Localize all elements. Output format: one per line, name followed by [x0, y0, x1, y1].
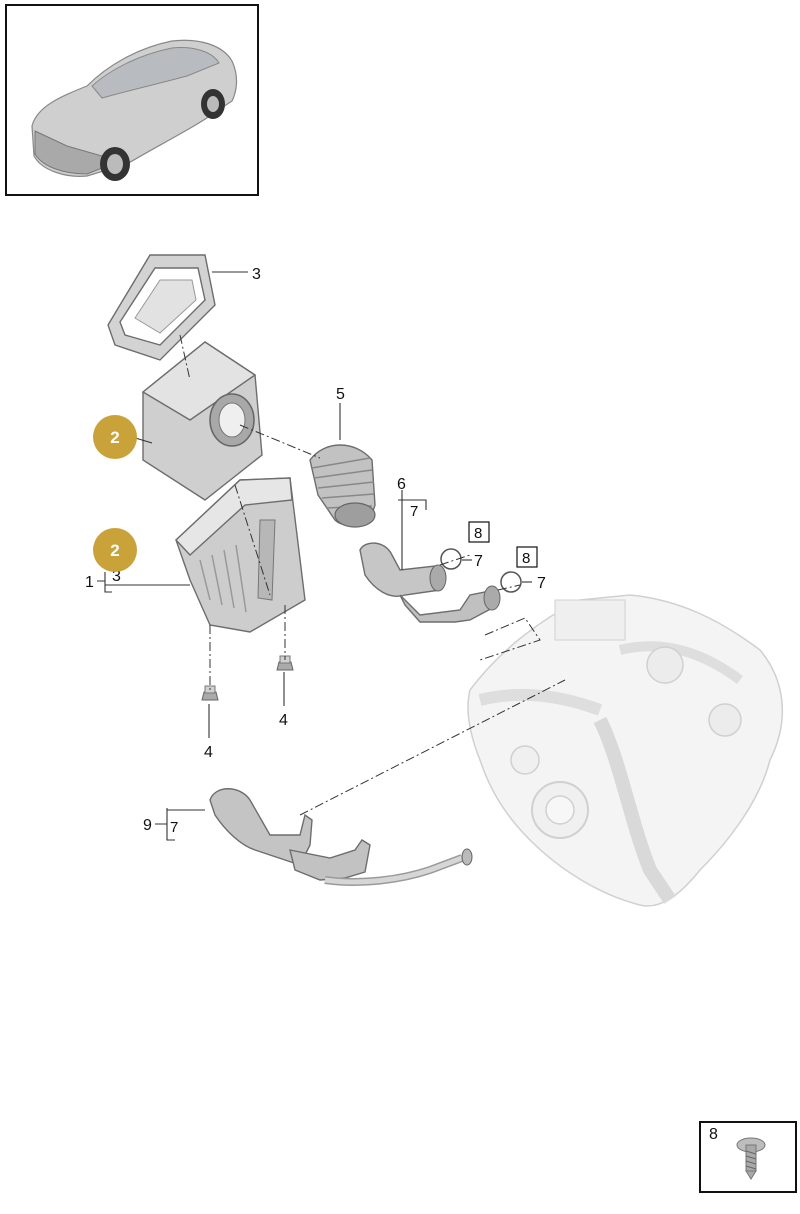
svg-text:2: 2	[110, 428, 119, 447]
callout-8-box-lower: 8	[516, 546, 538, 568]
callout-7-bracket: 7	[410, 503, 418, 520]
callout-4-left: 4	[204, 744, 213, 761]
badge-2-lower: 2	[93, 528, 137, 572]
screw-detail-inset: 8	[699, 1121, 797, 1193]
air-filter-seal	[107, 254, 216, 361]
callout-4-right: 4	[279, 712, 288, 729]
air-filter-housing-upper	[141, 341, 263, 501]
inset-number: 8	[709, 1126, 718, 1143]
callout-7-upper: 7	[474, 553, 483, 570]
air-filter-housing-lower	[175, 477, 306, 633]
callout-5: 5	[336, 386, 345, 403]
badge-2-upper: 2	[93, 415, 137, 459]
intake-pipe-lower	[209, 788, 473, 886]
assembly-lines	[179, 334, 566, 816]
callout-9: 9	[143, 817, 152, 834]
bolt-screw-icon	[736, 1137, 766, 1180]
svg-text:2: 2	[110, 541, 119, 560]
engine-illustration	[467, 594, 784, 907]
callout-1: 1	[85, 574, 94, 591]
callout-7-lower-pipe: 7	[170, 819, 178, 836]
leader-lines	[97, 271, 532, 841]
callout-3-bracket: 3	[112, 568, 121, 585]
o-ring-lower	[500, 571, 522, 593]
callout-3-seal: 3	[252, 266, 261, 283]
intake-bellows-hose	[309, 444, 376, 528]
intake-pipe-upper	[359, 542, 501, 623]
callout-8-box-upper: 8	[468, 521, 490, 543]
callout-6: 6	[397, 476, 406, 493]
callout-8-lower: 8	[522, 550, 530, 567]
o-ring-upper	[440, 548, 462, 570]
callout-7-lower: 7	[537, 575, 546, 592]
callout-8-upper: 8	[474, 525, 482, 542]
vehicle-thumbnail	[5, 4, 259, 196]
car-suv-icon	[31, 39, 238, 181]
